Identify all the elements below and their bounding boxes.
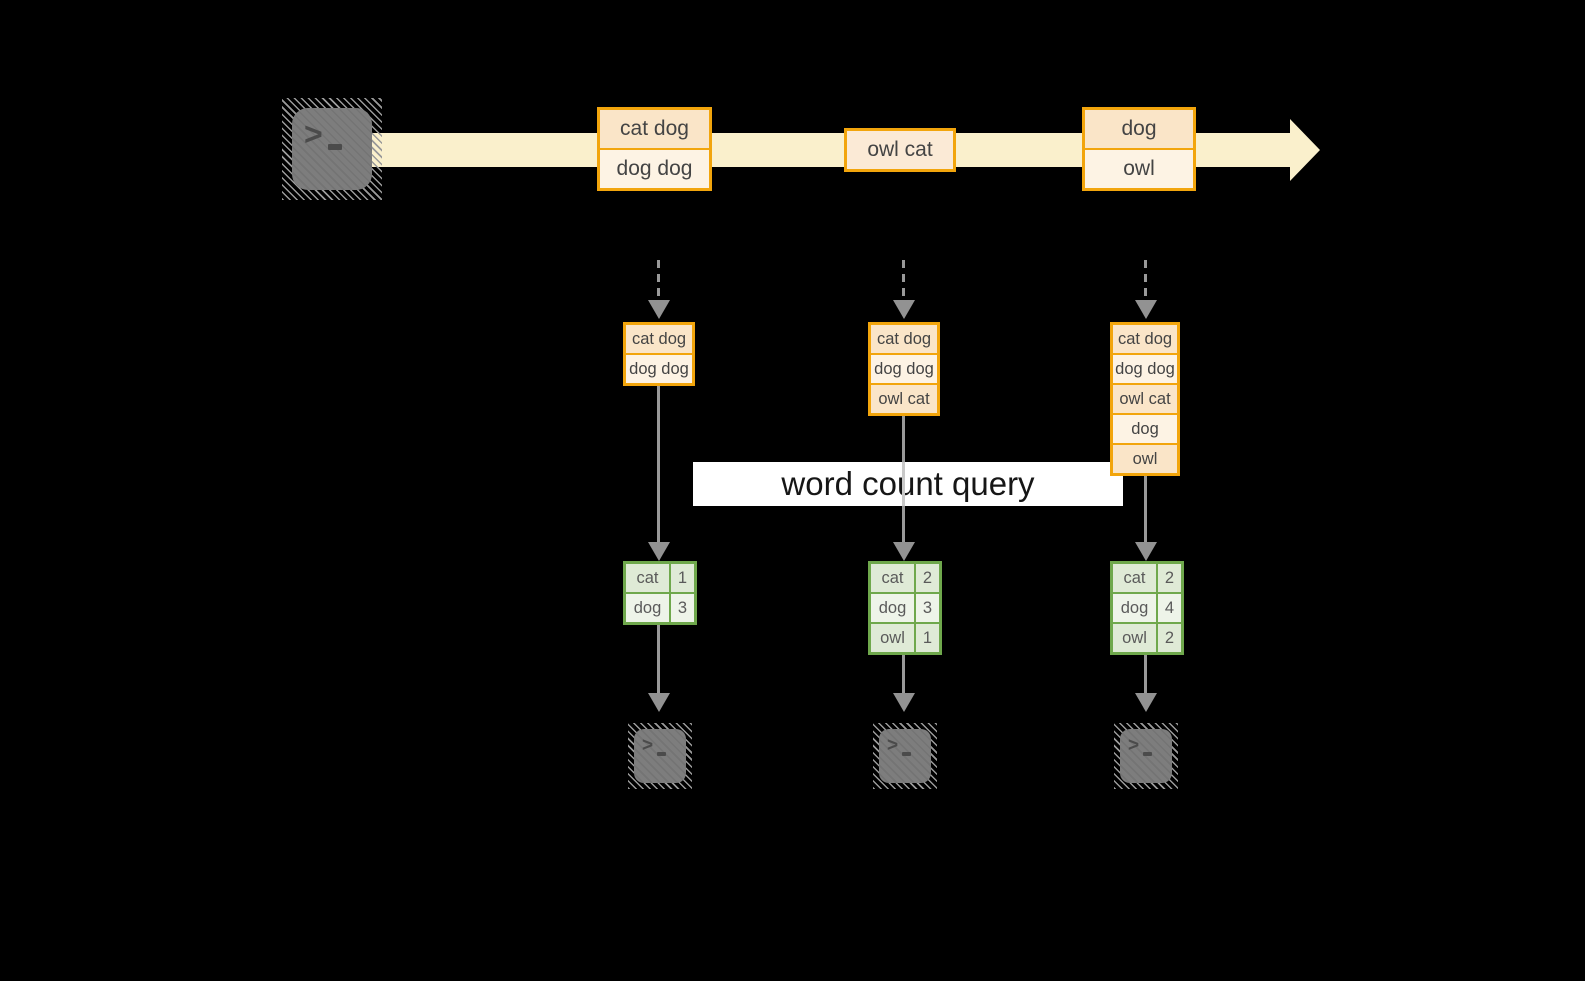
ingest-arrow-line-2 [902,260,905,302]
terminal-cursor-icon [328,144,342,150]
buffer-record: owl cat [1113,383,1177,413]
count-value: 1 [916,624,939,652]
ingest-arrow-line-3 [1144,260,1147,302]
query-banner-label: word count query [781,465,1035,502]
count-word: cat [626,564,669,592]
buffer-worker-2: cat dog dog dog owl cat [868,322,940,416]
count-value: 4 [1158,594,1181,622]
terminal-screen: > [292,108,372,190]
process-arrow-line-2b [902,506,905,544]
ingest-arrowhead-1 [648,300,670,319]
buffer-worker-3: cat dog dog dog owl cat dog owl [1110,322,1180,476]
process-arrow-line-3 [1144,476,1147,544]
terminal-prompt-icon: > [304,116,323,152]
count-value: 2 [1158,624,1181,652]
ingest-arrowhead-3 [1135,300,1157,319]
process-arrowhead-3 [1135,542,1157,561]
terminal-screen: > [879,729,931,783]
buffer-record: dog [1113,413,1177,443]
output-arrow-line-3 [1144,655,1147,695]
stream-record: owl [1085,148,1193,188]
output-arrow-line-2 [902,655,905,695]
stream-record: dog dog [600,148,709,188]
count-value: 3 [671,594,694,622]
stream-record: cat dog [600,110,709,148]
terminal-screen: > [1120,729,1172,783]
count-word: owl [871,624,914,652]
terminal-cursor-icon [1143,752,1152,756]
process-arrowhead-1 [648,542,670,561]
output-arrow-line-1 [657,625,660,695]
process-arrowhead-2 [893,542,915,561]
sink-terminal-icon-1: > [628,723,692,789]
count-value: 2 [1158,564,1181,592]
count-word: dog [626,594,669,622]
terminal-prompt-icon: > [642,735,654,756]
terminal-prompt-icon: > [887,735,899,756]
terminal-cursor-icon [657,752,666,756]
count-table-1: cat 1 dog 3 [623,561,697,625]
stream-record: owl cat [847,131,953,169]
buffer-record: cat dog [1113,325,1177,353]
count-word: dog [871,594,914,622]
buffer-record: owl cat [871,383,937,413]
output-arrowhead-3 [1135,693,1157,712]
stream-timeline-arrowhead-icon [1290,119,1320,181]
buffer-record: cat dog [626,325,692,353]
output-arrowhead-2 [893,693,915,712]
buffer-record: cat dog [871,325,937,353]
count-value: 3 [916,594,939,622]
ingest-arrow-line-1 [657,260,660,302]
count-word: cat [871,564,914,592]
stream-batch-1: cat dog dog dog [597,107,712,191]
buffer-record: dog dog [1113,353,1177,383]
count-value: 1 [671,564,694,592]
count-table-3: cat 2 dog 4 owl 2 [1110,561,1184,655]
buffer-record: dog dog [871,353,937,383]
process-arrow-line-1 [657,386,660,544]
buffer-record: dog dog [626,353,692,383]
count-word: owl [1113,624,1156,652]
query-banner: word count query [693,462,1123,506]
terminal-prompt-icon: > [1128,735,1140,756]
terminal-screen: > [634,729,686,783]
stream-batch-3: dog owl [1082,107,1196,191]
sink-terminal-icon-3: > [1114,723,1178,789]
source-terminal-icon: > [282,98,382,200]
output-arrowhead-1 [648,693,670,712]
count-value: 2 [916,564,939,592]
buffer-worker-1: cat dog dog dog [623,322,695,386]
ingest-arrowhead-2 [893,300,915,319]
stream-record: dog [1085,110,1193,148]
count-table-2: cat 2 dog 3 owl 1 [868,561,942,655]
process-arrow-line-2-over-banner [902,462,905,506]
count-word: cat [1113,564,1156,592]
count-word: dog [1113,594,1156,622]
sink-terminal-icon-2: > [873,723,937,789]
buffer-record: owl [1113,443,1177,473]
process-arrow-line-2 [902,416,905,462]
terminal-cursor-icon [902,752,911,756]
stream-batch-2: owl cat [844,128,956,172]
